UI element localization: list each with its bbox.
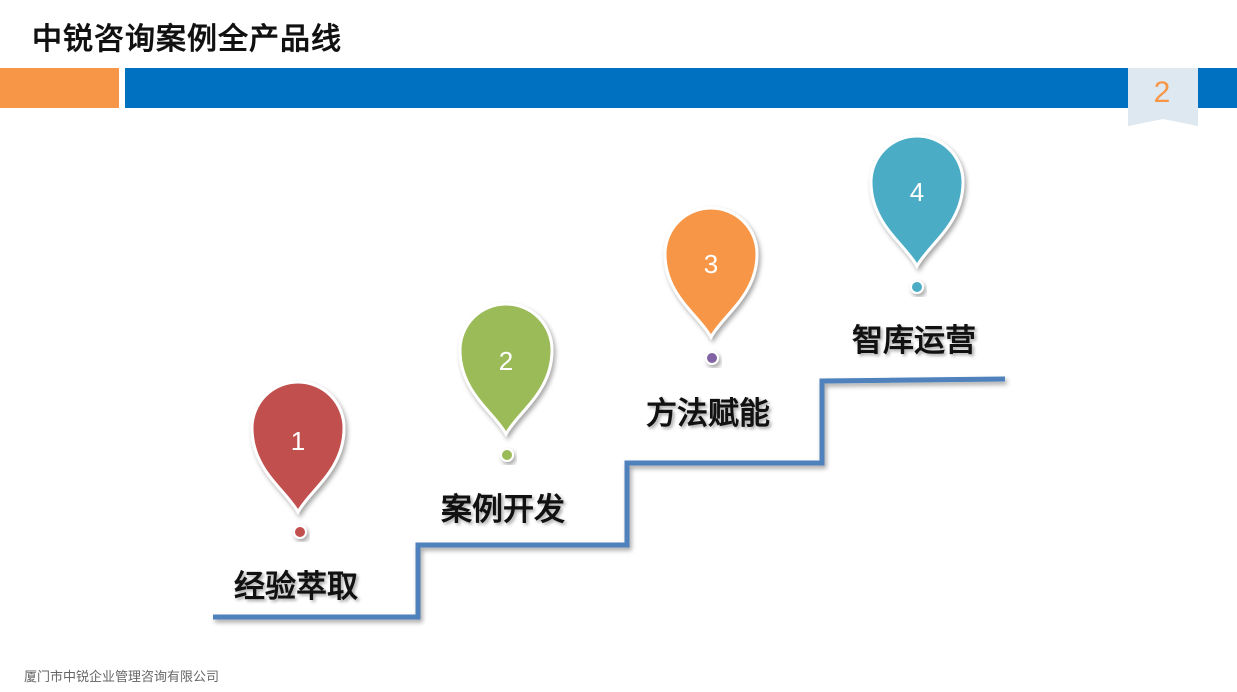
page-number-tab bbox=[1128, 68, 1198, 126]
pin-3-marker bbox=[663, 206, 759, 341]
pin-2: 2 bbox=[458, 302, 554, 462]
pin-2-dot bbox=[500, 448, 514, 462]
staircase-line bbox=[213, 376, 1006, 620]
pin-4-number: 4 bbox=[910, 177, 924, 207]
pin-3: 3 bbox=[663, 206, 759, 365]
pin-2-marker bbox=[458, 302, 554, 438]
page-number: 2 bbox=[1153, 76, 1171, 109]
slide-title: 中锐咨询案例全产品线 bbox=[32, 22, 342, 57]
pin-1-dot bbox=[293, 525, 307, 539]
step-4-label: 智库运营 bbox=[852, 323, 976, 359]
step-3-label: 方法赋能 bbox=[646, 396, 770, 432]
footer-company: 厦门市中锐企业管理咨询有限公司 bbox=[24, 670, 220, 685]
header-orange-bar bbox=[0, 68, 119, 108]
pin-1: 1 bbox=[250, 380, 346, 539]
step-1-label: 经验萃取 bbox=[234, 569, 358, 605]
step-2-label: 案例开发 bbox=[441, 492, 565, 528]
header-blue-bar bbox=[125, 68, 1237, 108]
pin-4-dot bbox=[910, 280, 924, 294]
pin-1-number: 1 bbox=[291, 426, 305, 456]
pin-1-marker bbox=[250, 380, 346, 516]
pin-3-number: 3 bbox=[704, 249, 718, 279]
pin-4-marker bbox=[869, 134, 965, 270]
pin-2-number: 2 bbox=[499, 346, 513, 376]
pin-4: 4 bbox=[869, 134, 965, 294]
pin-3-dot bbox=[705, 351, 719, 365]
